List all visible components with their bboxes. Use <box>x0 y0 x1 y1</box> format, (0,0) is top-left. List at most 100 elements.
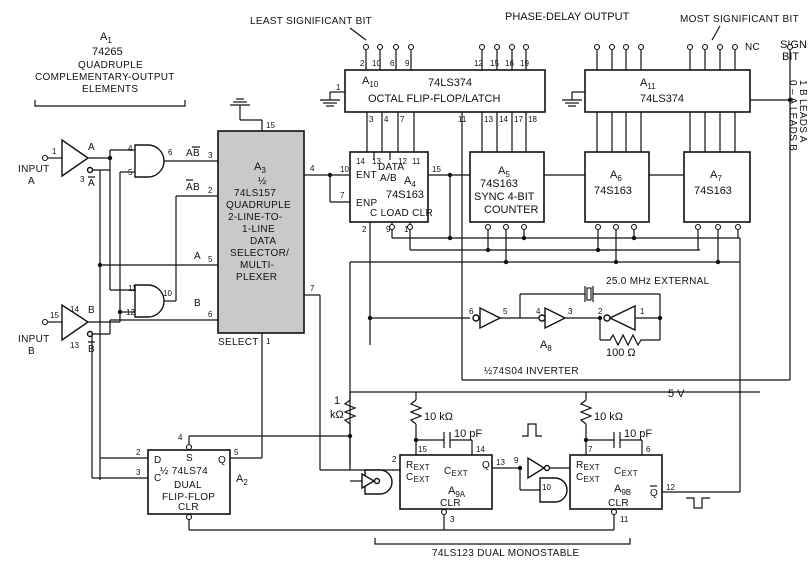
svg-text:1: 1 <box>52 147 57 156</box>
signal-b-bar: B <box>88 344 95 355</box>
a5-ref: A5 <box>498 165 510 179</box>
select-label: SELECT <box>218 337 259 348</box>
svg-text:1: 1 <box>266 337 271 346</box>
crystal-symbol <box>586 287 592 301</box>
svg-text:14: 14 <box>70 305 79 314</box>
signal-a-bar-b: AB <box>186 182 200 193</box>
svg-text:10: 10 <box>340 165 349 174</box>
svg-text:1: 1 <box>404 225 409 234</box>
svg-text:1: 1 <box>640 307 645 316</box>
input-a-letter: A <box>28 176 35 187</box>
svg-text:ENT: ENT <box>356 170 377 181</box>
a6-counter-chip <box>584 151 650 223</box>
inverter-a9 <box>527 456 546 480</box>
leads-b-label: 1 B LEADS A <box>797 80 808 143</box>
svg-text:4: 4 <box>128 144 133 153</box>
svg-text:1-LINE: 1-LINE <box>242 224 275 235</box>
pulse-waveform-down <box>686 497 710 509</box>
svg-text:10: 10 <box>542 483 551 492</box>
svg-text:OCTAL FLIP-FLOP/LATCH: OCTAL FLIP-FLOP/LATCH <box>368 93 500 105</box>
lsb-label: LEAST SIGNIFICANT BIT <box>250 16 372 27</box>
inverter-a8-1 <box>479 306 502 330</box>
sign-bit-terminal <box>786 43 794 51</box>
svg-text:Q: Q <box>482 460 490 471</box>
svg-text:SYNC 4-BIT: SYNC 4-BIT <box>474 191 535 203</box>
svg-text:S: S <box>186 453 193 464</box>
svg-text:Q: Q <box>218 455 226 466</box>
a11-latch-chip <box>584 69 751 113</box>
svg-text:6: 6 <box>168 148 173 157</box>
svg-text:COUNTER: COUNTER <box>484 204 538 216</box>
input-b-label: INPUT <box>18 334 50 345</box>
svg-text:7: 7 <box>588 445 593 454</box>
a1-part: 74265 <box>92 46 123 58</box>
svg-text:5: 5 <box>234 448 239 457</box>
svg-text:18: 18 <box>528 115 537 124</box>
svg-text:CLR: CLR <box>178 502 199 513</box>
svg-text:4: 4 <box>178 433 183 442</box>
svg-text:C LOAD CLR: C LOAD CLR <box>370 208 433 219</box>
signal-a: A <box>88 142 95 153</box>
pulse-waveform-up <box>522 423 542 437</box>
svg-text:REXT: REXT <box>406 460 430 472</box>
svg-text:1: 1 <box>336 83 341 92</box>
svg-text:3: 3 <box>568 307 573 316</box>
signal-ab-bar: AB <box>186 148 200 159</box>
svg-text:10 kΩ: 10 kΩ <box>594 411 623 423</box>
a6-ref: A6 <box>610 169 622 183</box>
svg-text:16: 16 <box>505 59 514 68</box>
svg-text:6: 6 <box>390 59 395 68</box>
svg-text:DATA: DATA <box>250 236 276 247</box>
svg-text:74S163: 74S163 <box>386 189 424 201</box>
input-a-terminal <box>41 154 49 162</box>
input-a-label: INPUT <box>18 164 50 175</box>
svg-text:11: 11 <box>458 115 467 124</box>
sign-label: SIGN <box>780 39 807 51</box>
svg-text:2: 2 <box>360 59 365 68</box>
mux-input-b: B <box>194 298 201 309</box>
and-gate-a9b <box>539 477 568 503</box>
svg-text:14: 14 <box>356 157 365 166</box>
input-b-letter: B <box>28 346 35 357</box>
svg-text:kΩ: kΩ <box>330 409 344 421</box>
a9a-monostable-chip <box>399 454 493 510</box>
svg-text:74LS374: 74LS374 <box>428 77 472 89</box>
svg-text:15: 15 <box>490 59 499 68</box>
svg-text:2: 2 <box>136 448 141 457</box>
svg-text:11: 11 <box>620 515 629 524</box>
svg-text:5: 5 <box>503 307 508 316</box>
svg-text:7: 7 <box>340 191 345 200</box>
a11-output-terminals <box>593 43 739 70</box>
svg-text:10 kΩ: 10 kΩ <box>424 411 453 423</box>
a9a-ref: A9A <box>448 485 466 499</box>
a4-ref: A4 <box>404 175 416 189</box>
svg-text:CEXT: CEXT <box>444 466 468 478</box>
svg-text:6: 6 <box>208 310 213 319</box>
svg-text:2-LINE-TO-: 2-LINE-TO- <box>228 212 283 223</box>
svg-text:CLR: CLR <box>608 498 629 509</box>
a1-ref: A1 <box>100 31 112 45</box>
dual-mono-bracket <box>374 538 631 545</box>
msb-label: MOST SIGNIFICANT BIT <box>680 14 799 25</box>
svg-text:74LS374: 74LS374 <box>640 93 684 105</box>
svg-text:1: 1 <box>334 395 340 407</box>
svg-text:9: 9 <box>386 225 391 234</box>
svg-text:11: 11 <box>412 157 421 166</box>
resistor-10k-a <box>409 399 423 425</box>
svg-text:74S163: 74S163 <box>694 185 732 197</box>
svg-text:3: 3 <box>208 151 213 160</box>
mux-input-a: A <box>194 251 201 262</box>
svg-text:FLIP-FLOP: FLIP-FLOP <box>162 492 215 503</box>
svg-text:3: 3 <box>450 515 455 524</box>
a1-desc-2: COMPLEMENTARY-OUTPUT <box>35 72 175 83</box>
svg-text:½: ½ <box>258 176 267 187</box>
svg-text:4: 4 <box>310 164 315 173</box>
svg-text:74S163: 74S163 <box>594 185 632 197</box>
svg-text:3: 3 <box>136 468 141 477</box>
svg-text:74S163: 74S163 <box>480 178 518 190</box>
svg-text:10 pF: 10 pF <box>624 428 652 440</box>
buffer-a-gate <box>61 138 90 178</box>
a4-counter-chip <box>349 151 429 223</box>
inverter-a8-3 <box>608 304 636 332</box>
svg-text:13: 13 <box>372 157 381 166</box>
